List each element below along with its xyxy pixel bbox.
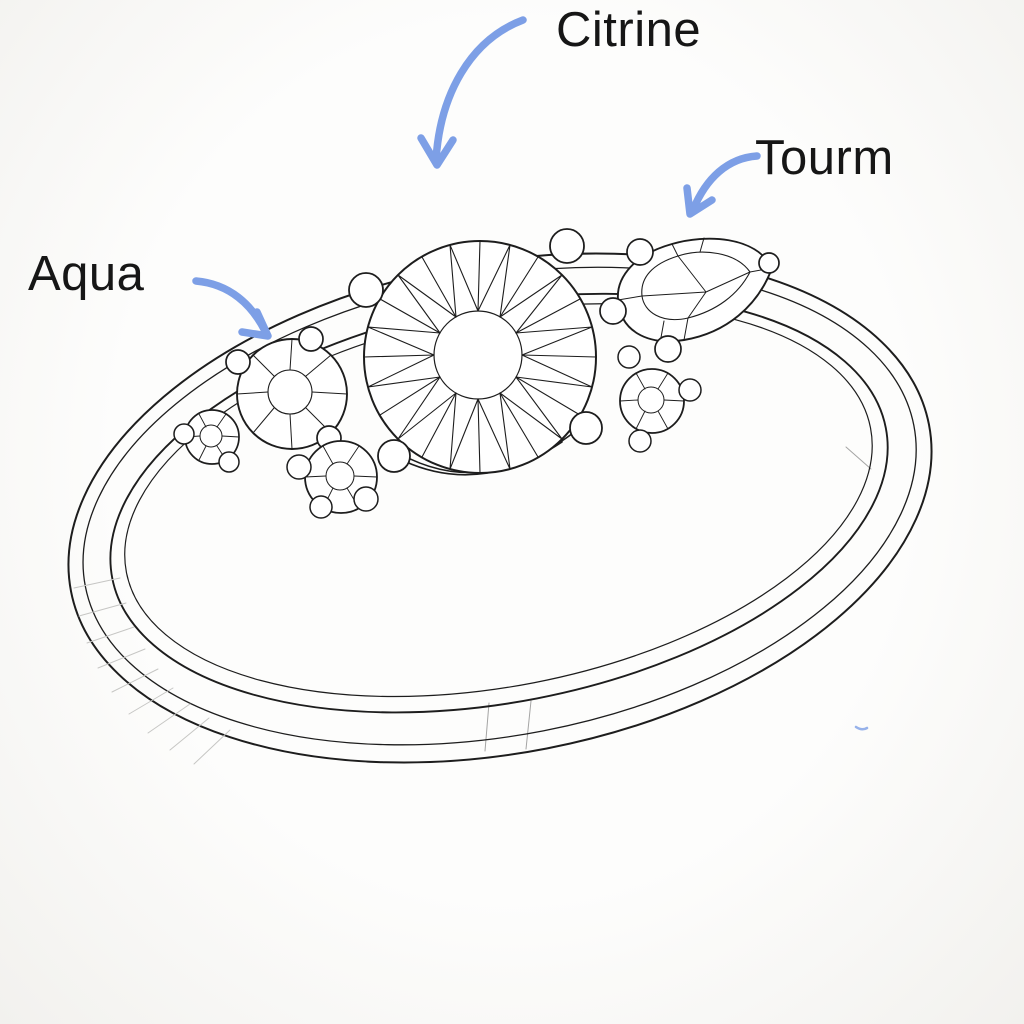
prong [628, 429, 652, 453]
annotation-arrows [192, 16, 869, 731]
prong [218, 451, 240, 473]
tourmaline-arrowhead-icon [683, 184, 716, 218]
citrine-prongs [348, 228, 603, 473]
prong [599, 297, 627, 325]
band-hatching [73, 577, 231, 765]
label-citrine: Citrine [556, 3, 702, 57]
tourmaline-arrow [689, 152, 761, 214]
aquamarine-arrow [192, 277, 269, 335]
prong [298, 326, 324, 352]
prong [626, 238, 654, 266]
aquamarine-prongs [225, 326, 342, 451]
prong [225, 349, 251, 375]
prong [173, 423, 195, 445]
prong [678, 378, 702, 402]
label-tourmaline: Tourm [755, 131, 894, 185]
citrine-arrow [432, 16, 527, 164]
accent-stone-left [173, 409, 240, 473]
aquamarine-arrowhead-icon [238, 308, 272, 340]
tourmaline-prongs [599, 238, 780, 363]
citrine-arrowhead-icon [417, 134, 457, 169]
prong [654, 335, 682, 363]
prong [286, 454, 312, 480]
aquamarine-facet-lines [236, 338, 348, 450]
citrine-stone [363, 240, 597, 474]
citrine-main-facets [363, 240, 597, 474]
band-seam-lines [484, 446, 872, 752]
stray-mark [854, 725, 869, 731]
aquamarine-stone [236, 338, 348, 450]
stone-cluster [173, 228, 780, 519]
accent-stone-bottom [286, 440, 379, 519]
prong [309, 495, 333, 519]
citrine-star-facets [367, 244, 593, 470]
prong [348, 272, 384, 308]
prong [617, 345, 641, 369]
accent-facet-lines [619, 372, 685, 430]
prong [549, 228, 585, 264]
prong [377, 439, 411, 473]
prong [569, 411, 603, 445]
accent-stone-right [617, 345, 702, 453]
label-aquamarine: Aqua [28, 247, 145, 301]
accent-girdle [619, 368, 685, 434]
prong [353, 486, 379, 512]
prong [758, 252, 780, 274]
